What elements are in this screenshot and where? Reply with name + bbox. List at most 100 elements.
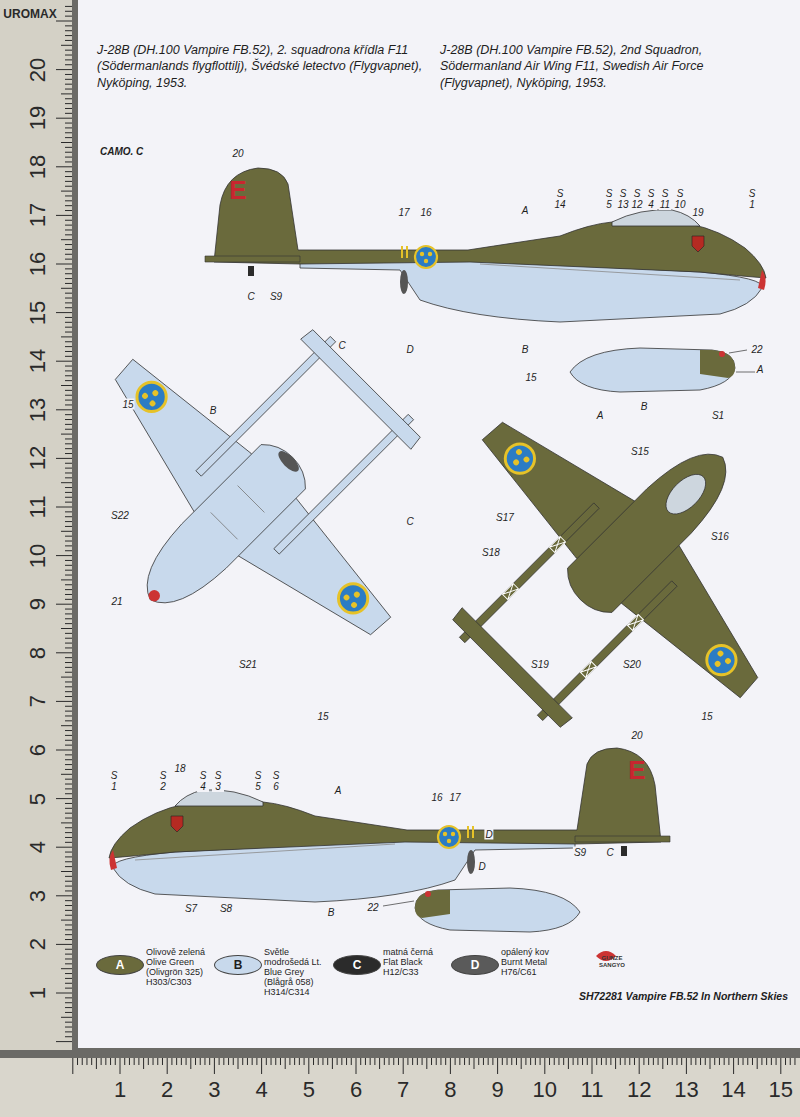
- ruler-tick: [56, 361, 72, 362]
- swatch-letter: A: [116, 959, 125, 971]
- ruler-tick: [56, 264, 72, 265]
- callout-number: S9: [269, 291, 283, 302]
- ruler-tick: [223, 1058, 224, 1065]
- ruler-tick: [61, 45, 72, 46]
- ruler-tick: [242, 1058, 243, 1065]
- ruler-number: 14: [721, 1079, 745, 1101]
- ruler-tick: [65, 696, 72, 697]
- ruler-tick: [65, 526, 72, 527]
- ruler-number: 1: [114, 1079, 126, 1101]
- ruler-tick: [530, 1058, 531, 1065]
- ruler-tick: [450, 1058, 451, 1074]
- ruler-tick: [65, 570, 72, 571]
- ruler-tick: [275, 1058, 276, 1065]
- ruler-tick: [686, 1058, 687, 1074]
- callout-number: C: [337, 340, 346, 351]
- ruler-tick: [65, 356, 72, 357]
- ruler-tick: [148, 1058, 149, 1065]
- ruler-tick: [65, 949, 72, 950]
- ruler-tick: [56, 555, 72, 556]
- ruler-tick: [360, 1058, 361, 1065]
- ruler-tick: [65, 934, 72, 935]
- callout-number: 15: [524, 372, 537, 383]
- ruler-tick: [65, 521, 72, 522]
- ruler-tick: [65, 366, 72, 367]
- ruler-tick: [65, 1027, 72, 1028]
- ruler-tick: [525, 1058, 526, 1065]
- ruler-tick: [65, 59, 72, 60]
- stencil-callout: S 12: [631, 188, 643, 210]
- ruler-tick: [700, 1058, 701, 1065]
- ruler-tick: [56, 701, 72, 702]
- horizontal-ruler: [0, 1058, 800, 1117]
- ruler-number: 5: [303, 1079, 315, 1101]
- ruler-tick: [540, 1058, 541, 1065]
- ruler-tick: [474, 1058, 475, 1069]
- callout-number: 16: [430, 792, 443, 803]
- callout-number: 22: [750, 344, 763, 355]
- ruler-tick: [61, 336, 72, 337]
- ruler-tick: [714, 1058, 715, 1065]
- ruler-tick: [65, 225, 72, 226]
- kit-number: SH72281 Vampire FB.52 In Northern Skies: [579, 990, 788, 1002]
- ruler-tick: [65, 866, 72, 867]
- ruler-tick: [56, 69, 72, 70]
- ruler-tick: [129, 1058, 130, 1065]
- ruler-tick: [65, 1002, 72, 1003]
- ruler-number: 6: [27, 744, 49, 756]
- ruler-tick: [426, 1058, 427, 1069]
- ruler-tick: [776, 1058, 777, 1065]
- ruler-tick: [65, 730, 72, 731]
- ruler-tick: [620, 1058, 621, 1065]
- ruler-tick: [65, 876, 72, 877]
- callout-number: S21: [238, 659, 258, 670]
- callout-number: S16: [710, 531, 730, 542]
- ruler-tick: [256, 1058, 257, 1065]
- ruler-tick: [65, 929, 72, 930]
- ruler-tick: [65, 1022, 72, 1023]
- ruler-tick: [195, 1058, 196, 1065]
- ruler-tick: [65, 492, 72, 493]
- ruler-tick: [65, 11, 72, 12]
- ruler-tick: [228, 1058, 229, 1065]
- ruler-tick: [65, 414, 72, 415]
- ruler-tick: [176, 1058, 177, 1065]
- ruler-tick: [61, 968, 72, 969]
- ruler-tick: [65, 429, 72, 430]
- callout-number: 20: [231, 148, 244, 159]
- ruler-tick: [65, 832, 72, 833]
- callout-number: 20: [630, 730, 643, 741]
- ruler-tick: [65, 25, 72, 26]
- ruler-number: 7: [27, 695, 49, 707]
- ruler-tick: [724, 1058, 725, 1065]
- ruler-tick: [56, 944, 72, 945]
- ruler-tick: [65, 609, 72, 610]
- ruler-tick: [65, 317, 72, 318]
- ruler-tick: [65, 404, 72, 405]
- ruler-tick: [65, 468, 72, 469]
- ruler-number: 6: [350, 1079, 362, 1101]
- ruler-tick: [65, 108, 72, 109]
- camo-label: CAMO. C: [100, 146, 143, 157]
- ruler-number: 18: [27, 155, 49, 179]
- callout-number: B: [209, 405, 218, 416]
- ruler-tick: [653, 1058, 654, 1065]
- ruler-tick: [710, 1058, 711, 1069]
- ruler-number: 11: [581, 1079, 604, 1101]
- ruler-tick: [65, 647, 72, 648]
- ruler-tick: [535, 1058, 536, 1065]
- ruler-tick: [65, 565, 72, 566]
- ruler-tick: [65, 502, 72, 503]
- ruler-tick: [65, 302, 72, 303]
- ruler-tick: [370, 1058, 371, 1065]
- callout-number: 15: [121, 399, 134, 410]
- ruler-tick: [65, 745, 72, 746]
- ruler-tick: [511, 1058, 512, 1065]
- ruler-tick: [238, 1058, 239, 1069]
- ruler-tick: [65, 259, 72, 260]
- ruler-tick: [483, 1058, 484, 1065]
- ruler-tick: [65, 754, 72, 755]
- ruler-tick: [65, 64, 72, 65]
- ruler-tick: [266, 1058, 267, 1065]
- ruler-tick: [65, 497, 72, 498]
